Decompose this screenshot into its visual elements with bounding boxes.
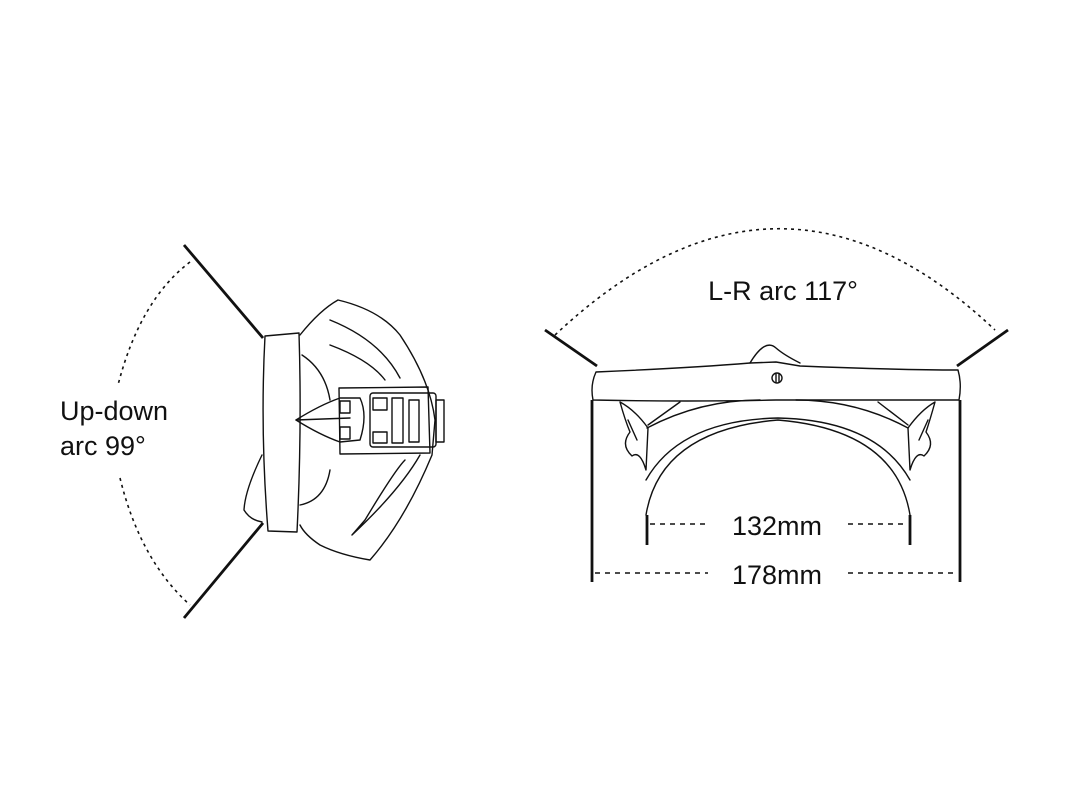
down-limit-line: [182, 522, 265, 619]
right-limit-line: [956, 328, 1009, 368]
outer-width-label: 178mm: [732, 560, 822, 590]
mask-side-drawing: [243, 299, 445, 561]
up-limit-line: [182, 244, 265, 339]
up-down-arc: [117, 261, 191, 606]
up-down-label-line2: arc 99°: [60, 431, 146, 461]
inner-width-label: 132mm: [732, 511, 822, 541]
up-down-label-line1: Up-down: [60, 396, 168, 426]
left-limit-line: [544, 328, 598, 368]
lr-arc-label: L-R arc 117°: [708, 276, 858, 306]
front-view: L-R arc 117° 132mm 178mm: [544, 227, 1009, 590]
mask-front-drawing: [591, 344, 961, 516]
left-right-arc: [554, 227, 996, 336]
side-view: Up-down arc 99°: [60, 244, 445, 619]
